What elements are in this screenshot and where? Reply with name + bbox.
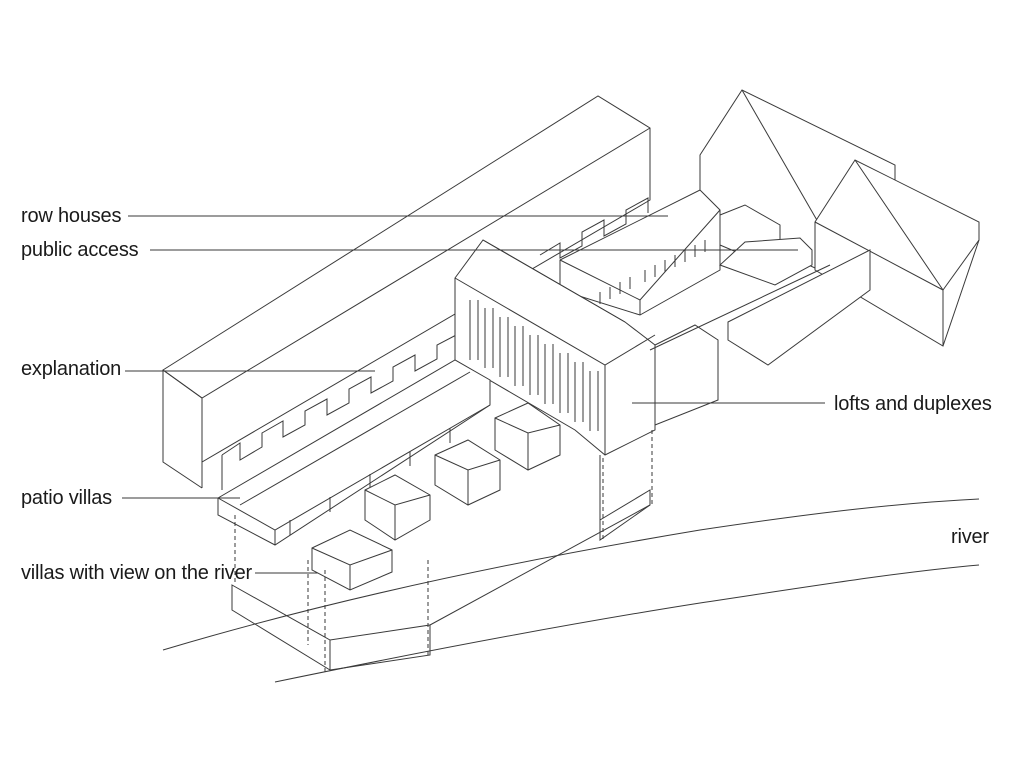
label-patio-villas: patio villas	[21, 487, 112, 509]
label-explanation: explanation	[21, 358, 122, 380]
label-lofts-duplexes: lofts and duplexes	[834, 393, 992, 415]
river-bank-upper	[162, 498, 980, 651]
row-houses	[221, 197, 649, 490]
river-villas	[311, 402, 561, 591]
river-bank-lower	[274, 564, 980, 683]
label-public-access: public access	[21, 239, 139, 261]
public-access-windows	[599, 240, 706, 304]
lofts-block	[454, 239, 656, 456]
label-river: river	[951, 526, 989, 548]
public-access-block	[559, 189, 721, 316]
plinth	[231, 455, 651, 671]
patio-villa-facade	[289, 428, 451, 535]
loft-windows	[469, 300, 599, 431]
leader-lines	[122, 215, 825, 574]
label-row-houses: row houses	[21, 205, 122, 227]
patio-villas	[217, 359, 491, 546]
existing-long-building	[162, 95, 651, 489]
label-villas-river: villas with view on the river	[21, 562, 252, 584]
projection-lines	[234, 430, 653, 672]
river-banks	[162, 498, 980, 683]
